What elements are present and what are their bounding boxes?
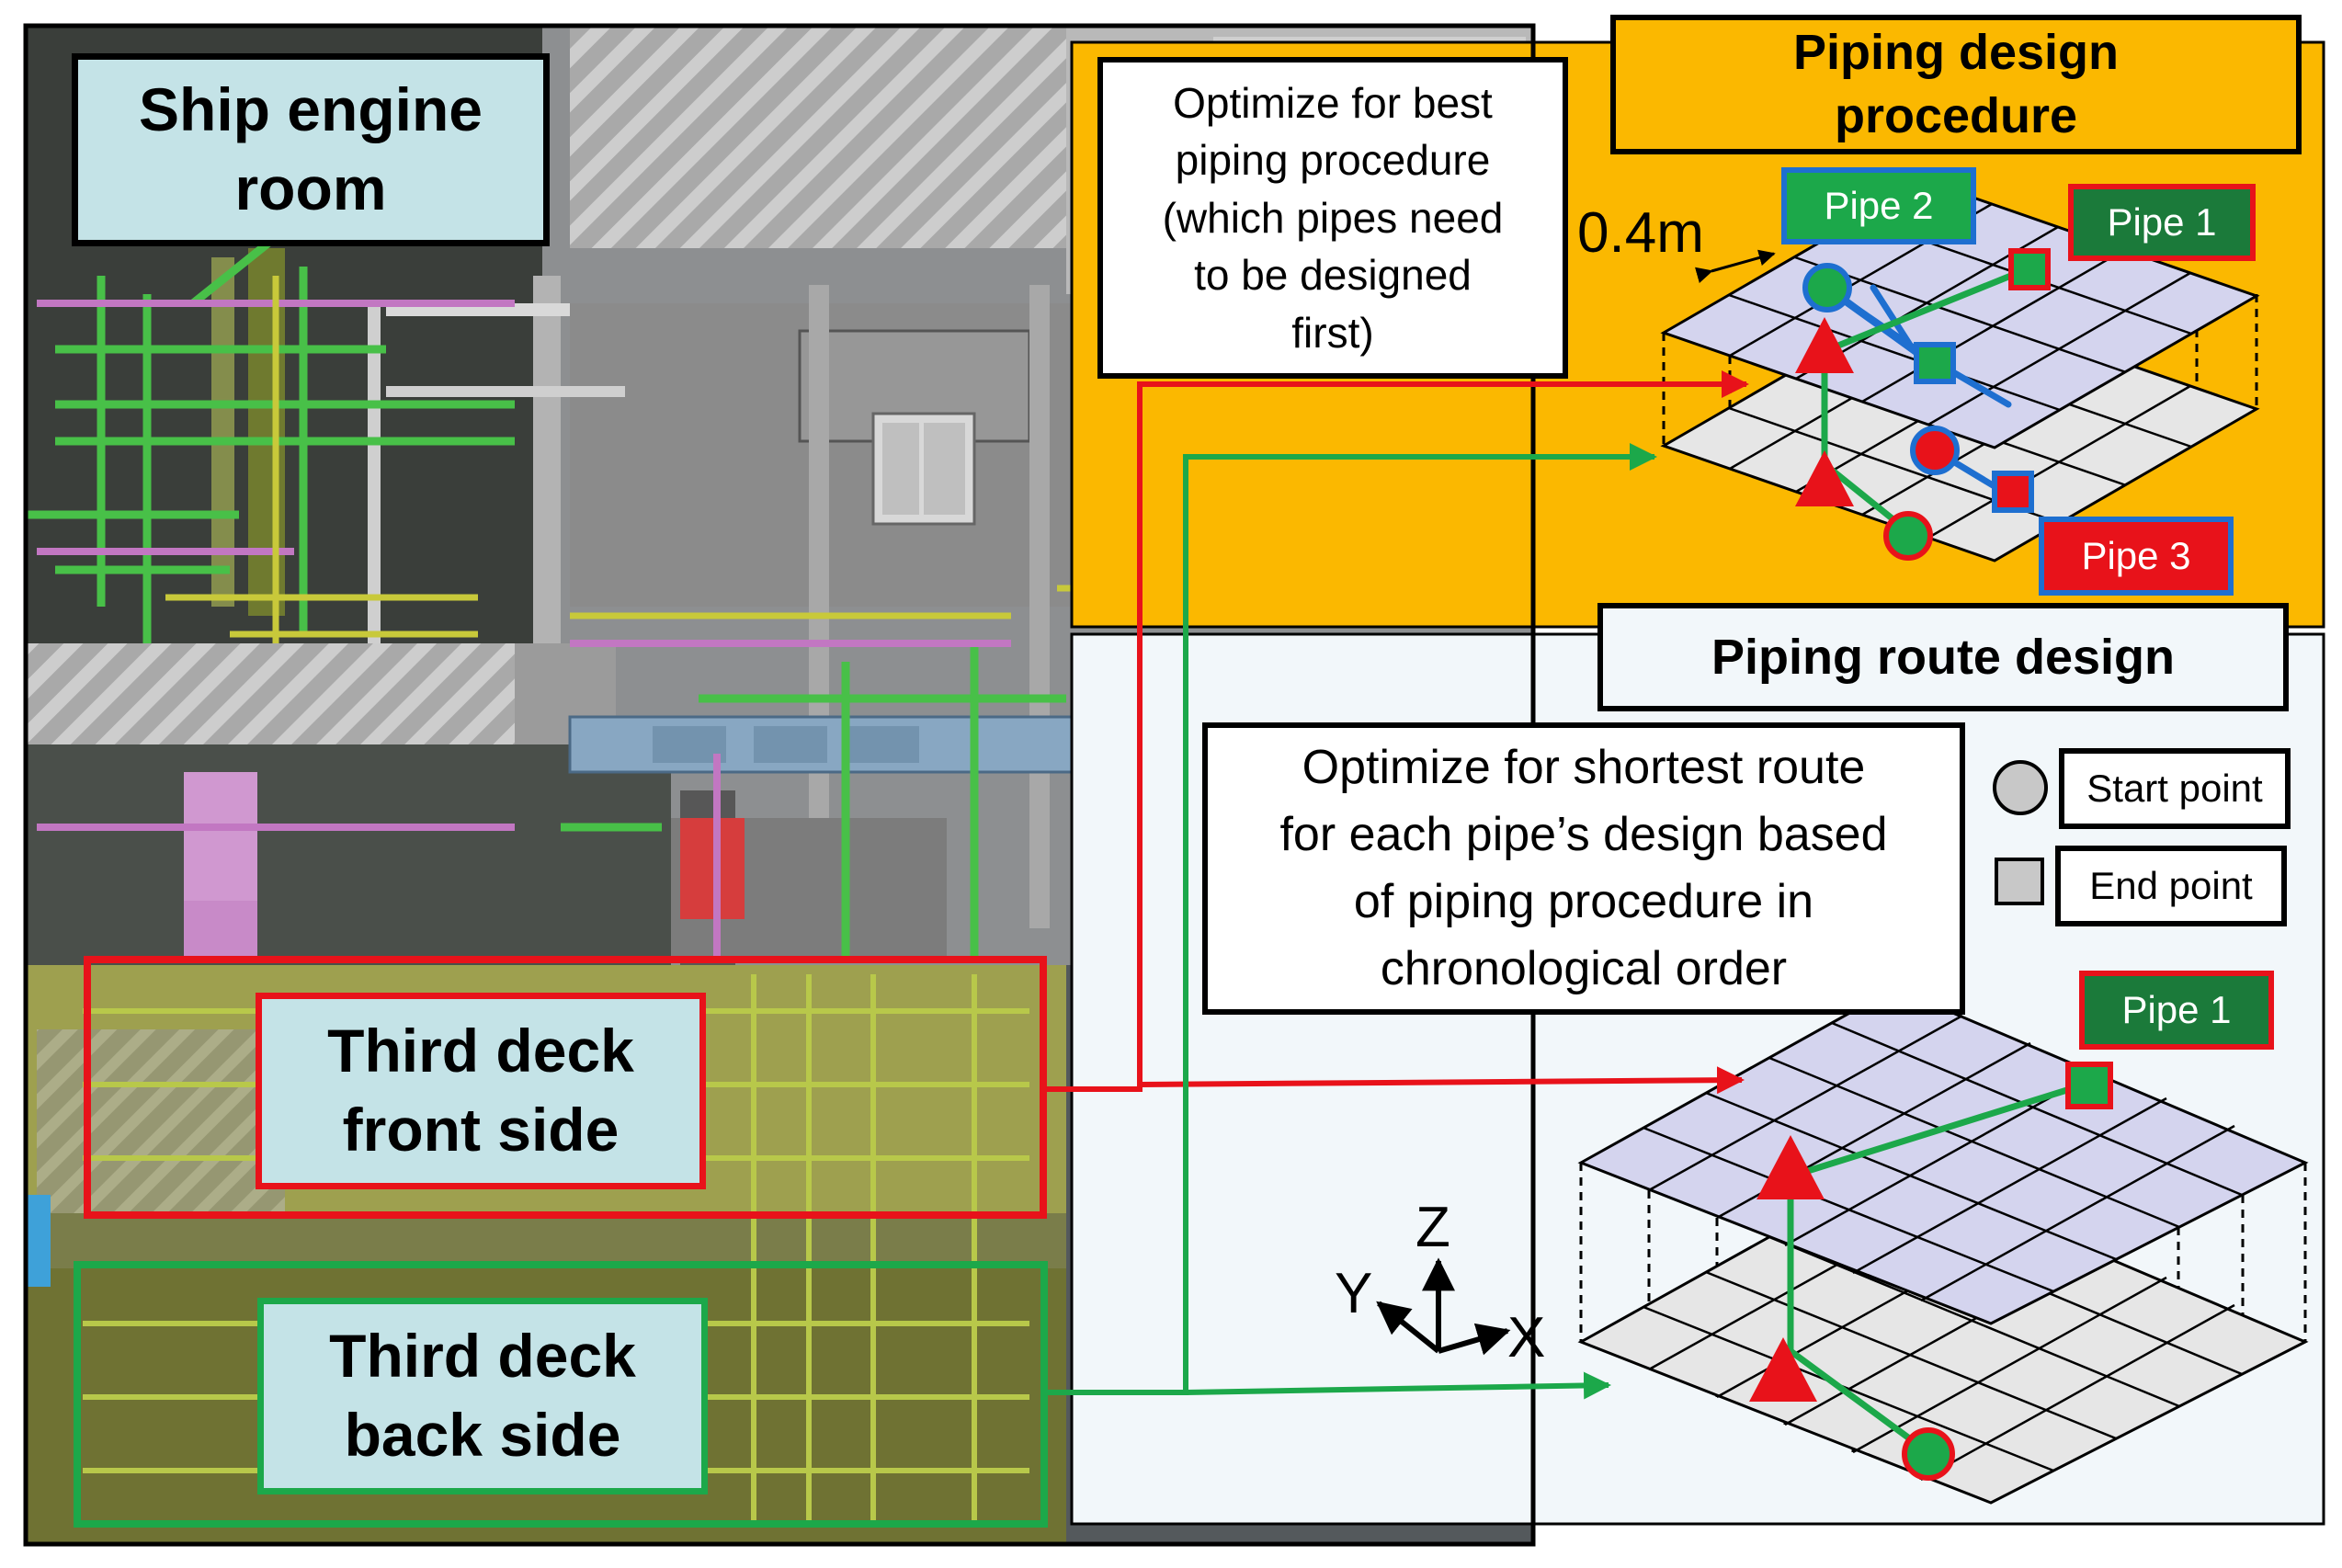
route-description-text: Optimize for shortest route for each pip…	[1279, 741, 1888, 995]
legend-start-label-text: Start point	[2086, 767, 2263, 810]
axis-z-label: Z	[1415, 1196, 1450, 1259]
front-side-label: Third deck front side	[256, 993, 706, 1189]
axis-x-label: X	[1507, 1306, 1546, 1369]
route-title: Piping route design	[1597, 603, 2289, 711]
back-side-label-text: Third deck back side	[329, 1322, 636, 1469]
legend-end-label: End point	[2055, 846, 2287, 926]
route-pipe-1-tag-text: Pipe 1	[2121, 988, 2232, 1031]
pipe-3-tag-text: Pipe 3	[2081, 534, 2191, 577]
engine-room-title: Ship engine room	[72, 53, 550, 246]
route-description: Optimize for shortest route for each pip…	[1202, 722, 1965, 1015]
legend-end-label-text: End point	[2089, 864, 2253, 907]
engine-room-title-text: Ship engine room	[138, 75, 483, 222]
procedure-title: Piping design procedure	[1610, 15, 2302, 154]
pipe-2-tag: Pipe 2	[1781, 167, 1976, 244]
procedure-description: Optimize for best piping procedure (whic…	[1097, 57, 1568, 379]
procedure-description-text: Optimize for best piping procedure (whic…	[1162, 78, 1504, 357]
red-connector	[1043, 370, 1749, 1095]
pipe-3-tag: Pipe 3	[2039, 517, 2234, 596]
legend-start-marker	[1993, 760, 2048, 815]
axes-indicator	[1376, 1257, 1511, 1356]
route-title-text: Piping route design	[1711, 630, 2175, 685]
axis-y-label: Y	[1335, 1262, 1373, 1325]
pipe-1-tag: Pipe 1	[2068, 184, 2256, 261]
pipe-1-tag-text: Pipe 1	[2107, 200, 2217, 244]
front-side-label-text: Third deck front side	[327, 1017, 634, 1164]
pipe-2-tag-text: Pipe 2	[1824, 184, 1934, 227]
green-connector	[1044, 443, 1657, 1400]
legend-start-label: Start point	[2059, 748, 2291, 829]
procedure-title-text: Piping design procedure	[1792, 24, 2119, 143]
route-pipe-1-tag: Pipe 1	[2079, 971, 2274, 1050]
back-side-label: Third deck back side	[257, 1298, 708, 1494]
grid-size-label: 0.4m	[1577, 201, 1704, 265]
route-grid	[1577, 986, 2309, 1505]
legend-end-marker	[1995, 858, 2044, 905]
